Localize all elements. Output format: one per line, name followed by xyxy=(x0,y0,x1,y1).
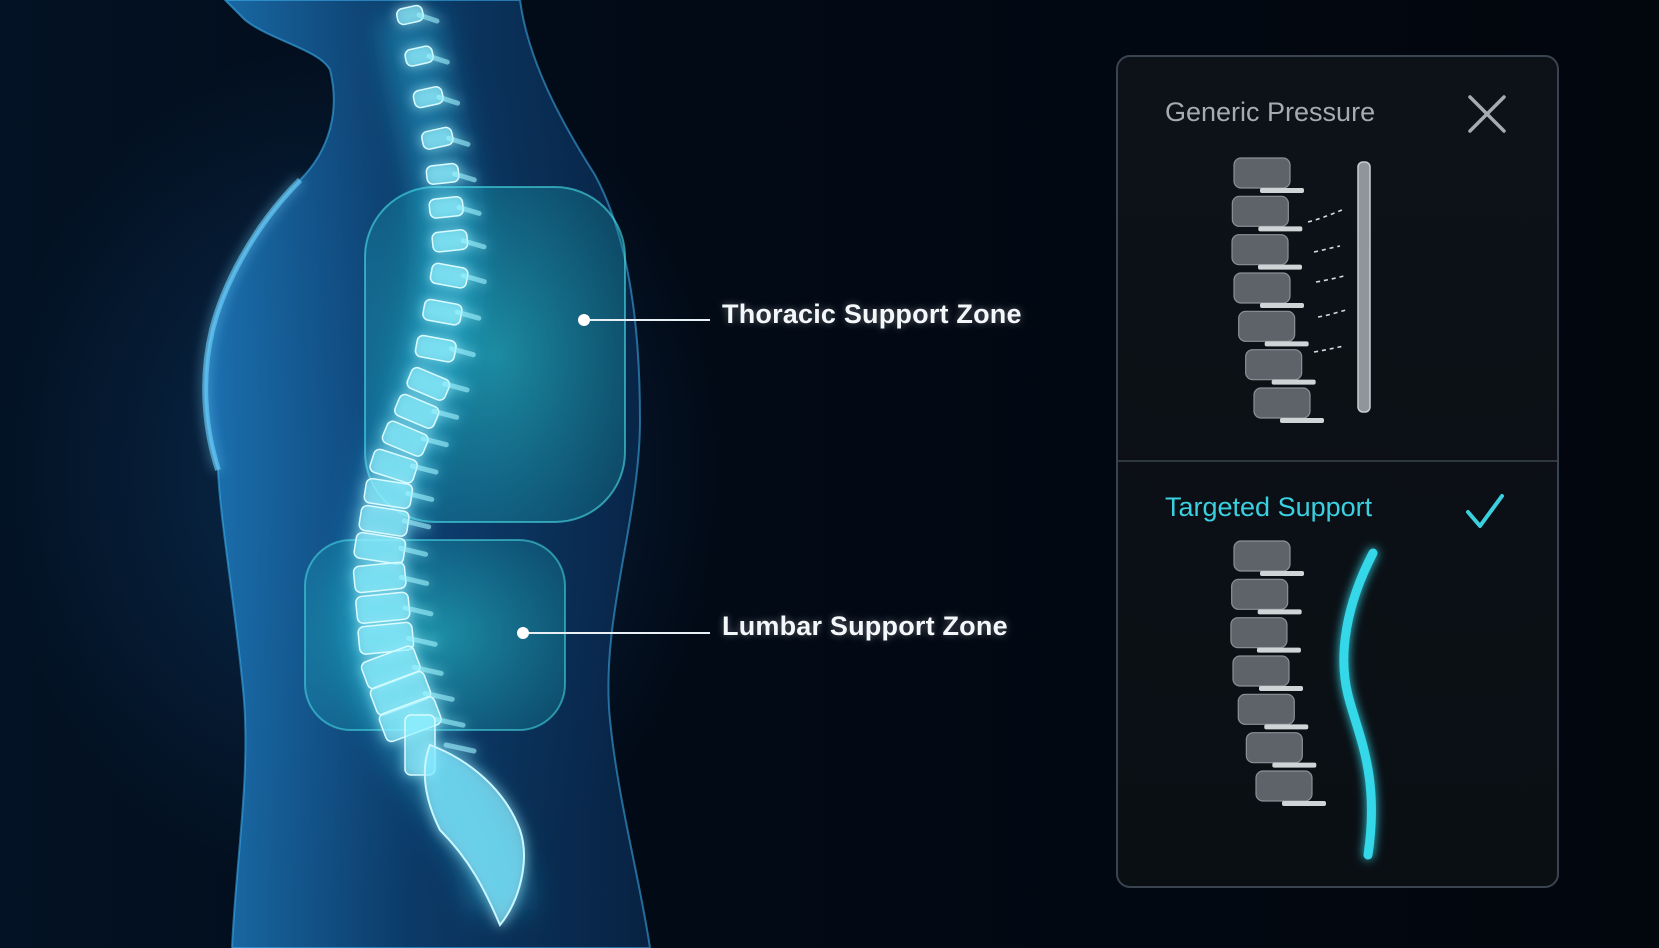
check-icon xyxy=(1466,494,1504,528)
disc xyxy=(1260,188,1304,193)
vertebra xyxy=(353,531,407,565)
spinous-process xyxy=(454,309,482,321)
vertebra xyxy=(1233,157,1291,189)
vertebra xyxy=(431,229,469,253)
disc xyxy=(1280,418,1324,423)
vertebra xyxy=(394,393,440,429)
vertebra xyxy=(358,504,410,537)
spinous-process xyxy=(401,518,432,530)
vertebra xyxy=(1231,195,1289,227)
spinous-process xyxy=(448,346,476,358)
vertebra xyxy=(1238,310,1296,342)
vertebra xyxy=(406,366,451,401)
torso-rim-light xyxy=(202,177,303,471)
vertebra xyxy=(381,420,429,457)
vertebra xyxy=(404,45,434,67)
disc xyxy=(1264,724,1309,730)
spinous-process xyxy=(412,664,444,676)
spinous-process xyxy=(398,574,430,586)
spinous-process xyxy=(416,12,440,24)
spinous-process xyxy=(398,545,429,557)
pressure-gap-lines xyxy=(1307,209,1347,353)
vertebra xyxy=(428,195,465,219)
comparison-panel: Generic Pressure Targeted Support xyxy=(1116,55,1559,888)
vertebra xyxy=(1233,272,1291,304)
sacrum xyxy=(423,743,525,927)
disc xyxy=(1257,609,1302,615)
vertebra xyxy=(1232,655,1290,687)
disc xyxy=(1259,686,1303,691)
spinous-process xyxy=(402,605,434,617)
thoracic-zone-label: Thoracic Support Zone xyxy=(722,299,1022,329)
disc xyxy=(1258,226,1303,232)
lumbar-zone-label: Lumbar Support Zone xyxy=(722,611,1008,641)
targeted-support-title: Targeted Support xyxy=(1165,492,1373,522)
spinous-process xyxy=(436,94,461,106)
vertebra xyxy=(1253,387,1311,419)
vertebra xyxy=(421,126,454,150)
vertebra xyxy=(1245,732,1303,764)
vertebra xyxy=(1237,693,1295,725)
panel-divider xyxy=(1118,460,1557,462)
generic-spine-segment xyxy=(1231,157,1324,423)
spinous-process xyxy=(420,436,449,448)
vertebra xyxy=(395,4,425,26)
disc xyxy=(1258,264,1303,270)
vertebra xyxy=(1231,578,1289,610)
spinous-process xyxy=(446,135,471,147)
vertebra xyxy=(1255,770,1313,802)
spinous-process xyxy=(442,381,470,393)
disc xyxy=(1260,303,1304,308)
spinous-process xyxy=(456,204,482,216)
vertebra xyxy=(1230,617,1288,649)
lumbar-marker-dot xyxy=(517,627,529,639)
targeted-spine-segment xyxy=(1230,540,1326,806)
vertebra xyxy=(425,162,460,185)
disc xyxy=(1271,379,1316,385)
spinous-process xyxy=(406,635,438,647)
vertebra xyxy=(355,591,411,625)
spinous-process xyxy=(405,490,435,502)
contoured-support-curve xyxy=(1339,548,1378,860)
spinous-process xyxy=(426,53,450,65)
vertebra xyxy=(357,621,415,655)
flat-support-board xyxy=(1357,161,1371,413)
disc xyxy=(1272,762,1317,768)
vertebra xyxy=(412,86,444,109)
spinous-process xyxy=(409,463,439,475)
vertebra xyxy=(369,448,419,484)
spinous-process xyxy=(452,171,477,183)
vertebra xyxy=(1245,349,1303,381)
disc xyxy=(1260,571,1304,576)
disc xyxy=(1256,647,1301,653)
vertebra xyxy=(352,561,407,594)
spinous-process xyxy=(422,690,455,702)
close-icon xyxy=(1468,95,1506,133)
generic-pressure-illustration xyxy=(1231,157,1371,423)
spinous-process xyxy=(431,408,460,420)
disc xyxy=(1264,341,1309,347)
spinous-process xyxy=(443,742,477,754)
vertebra xyxy=(1231,234,1289,266)
disc xyxy=(1282,801,1326,806)
vertebra xyxy=(363,477,414,510)
spinous-process xyxy=(460,273,487,285)
spinous-process xyxy=(460,238,487,250)
generic-pressure-title: Generic Pressure xyxy=(1165,97,1376,127)
targeted-support-illustration xyxy=(1230,540,1378,860)
thoracic-marker-dot xyxy=(578,314,590,326)
vertebra xyxy=(1233,540,1291,572)
spinous-process xyxy=(433,716,466,728)
